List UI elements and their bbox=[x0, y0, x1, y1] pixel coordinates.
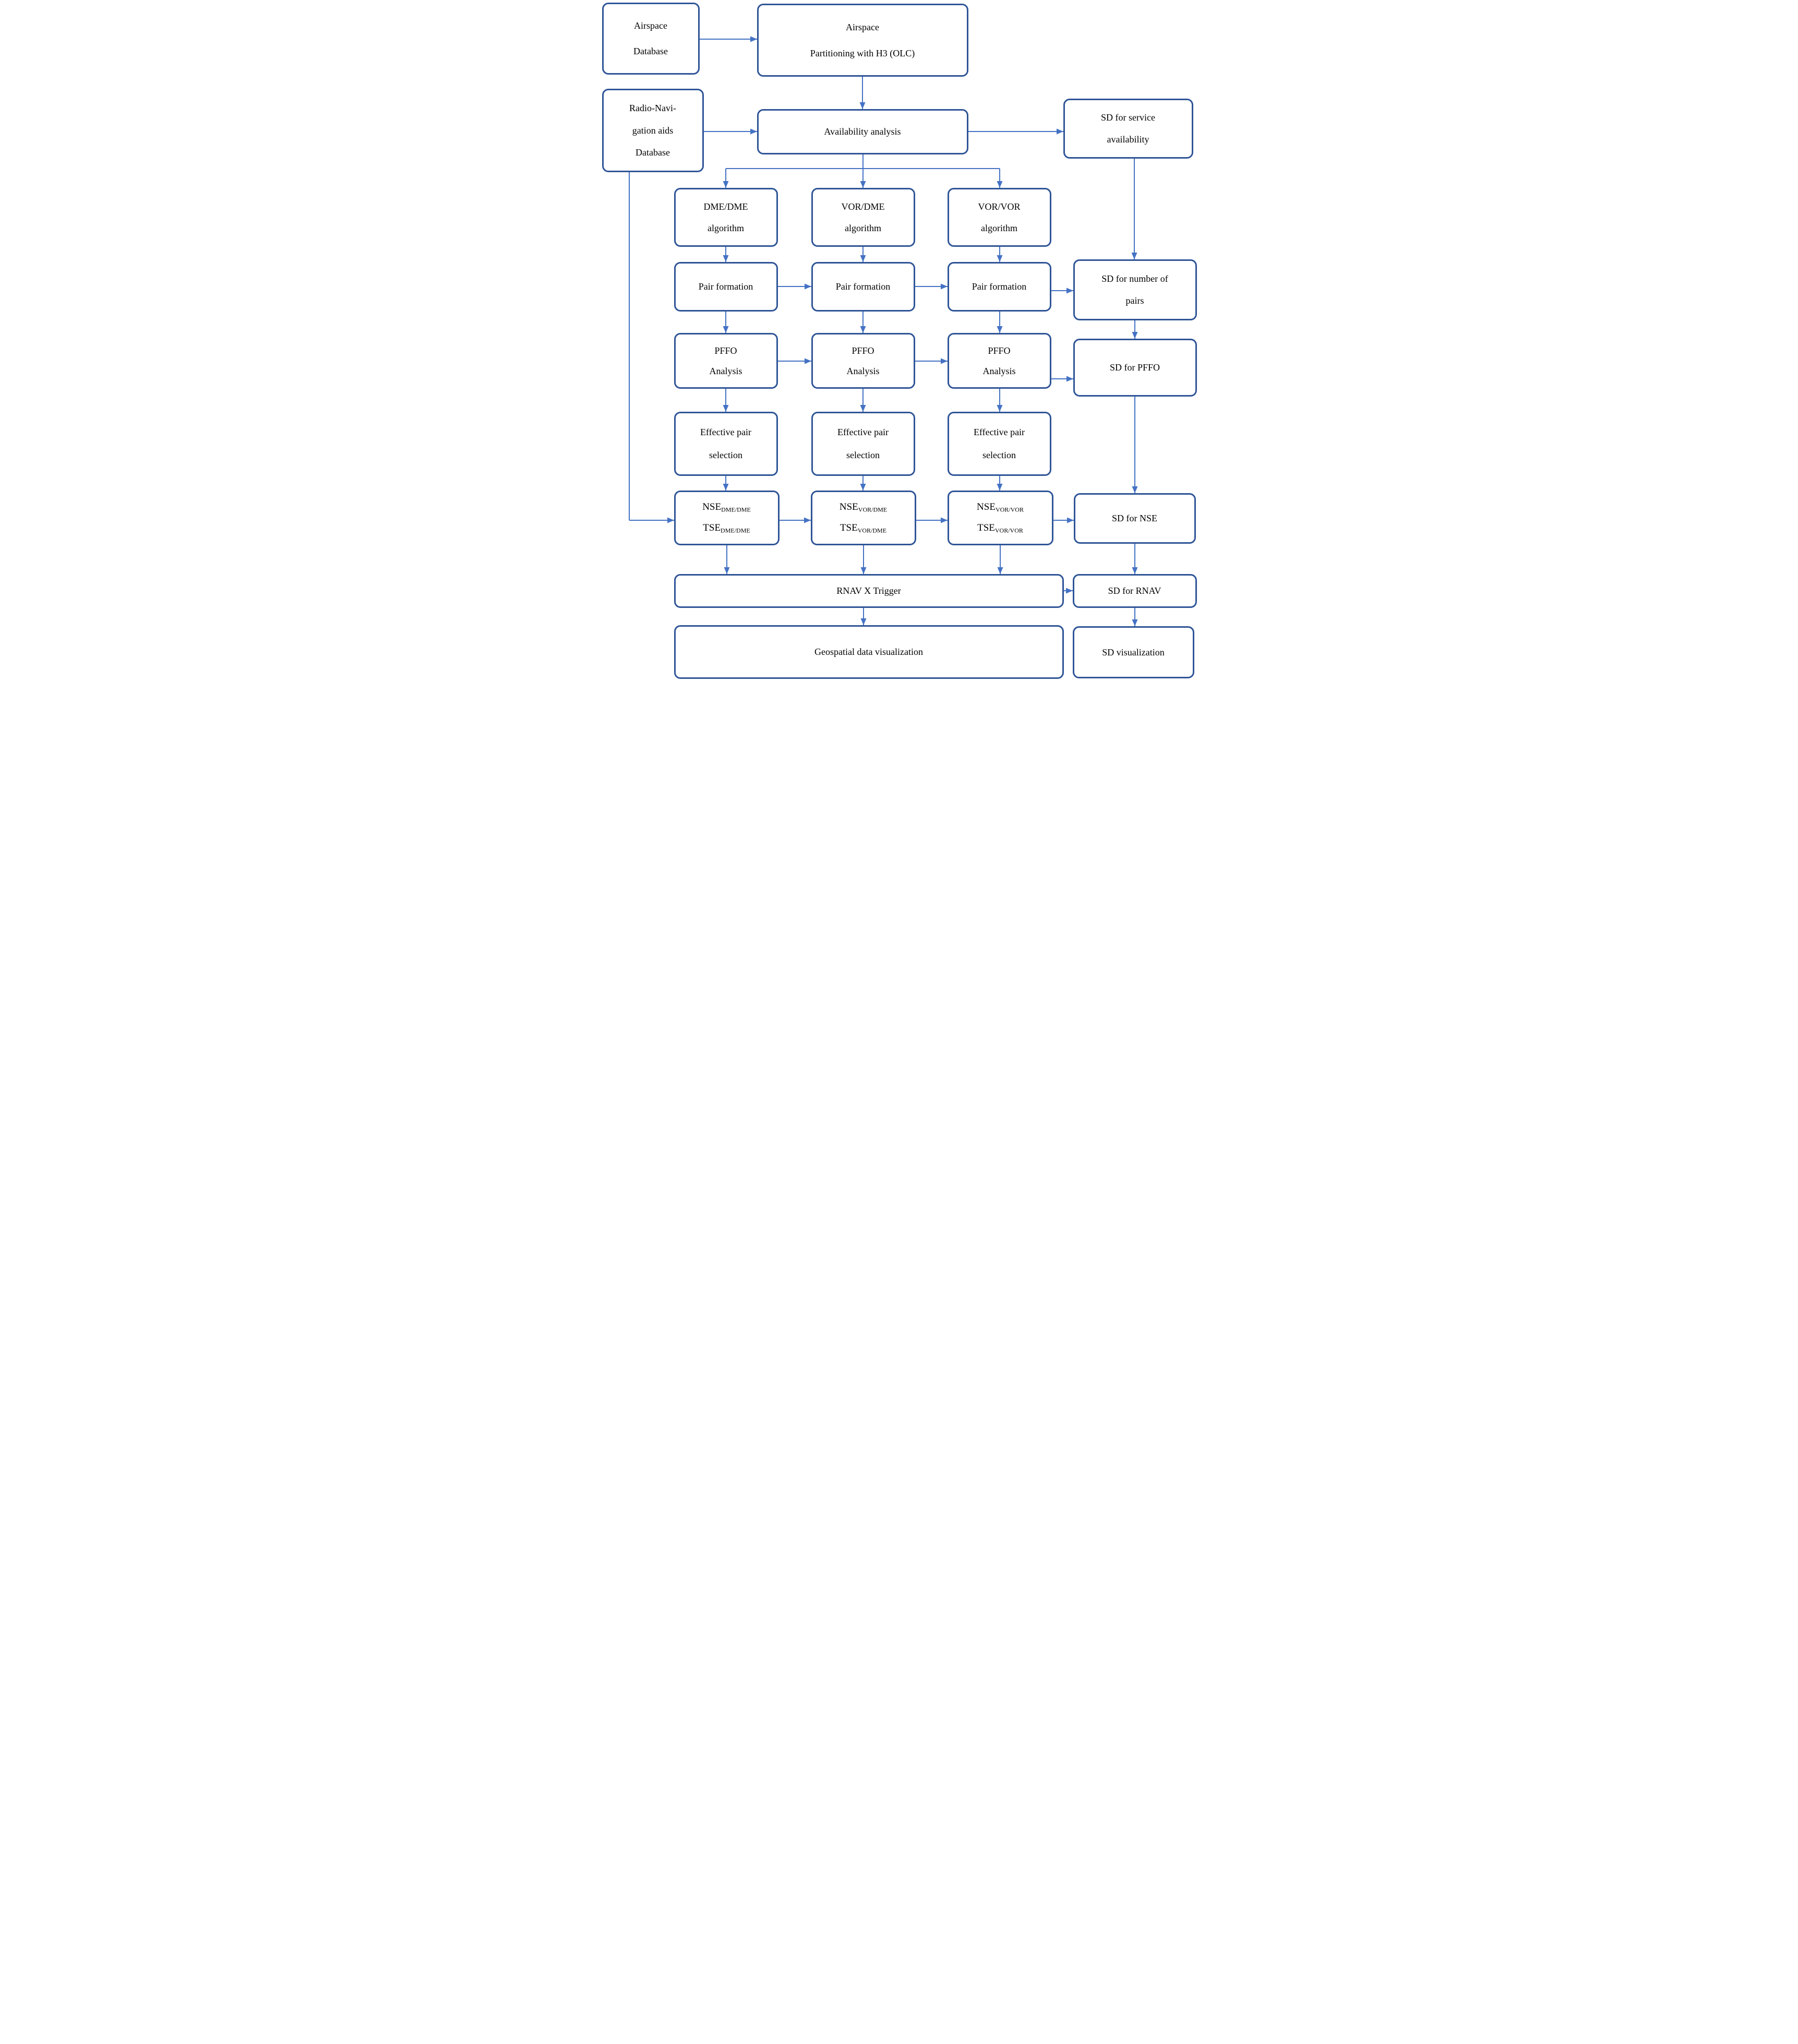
node-geospatial-data-visualization: Geospatial data visualization bbox=[674, 625, 1064, 679]
node-label: algorithm bbox=[708, 222, 744, 233]
subscript: VOR/DME bbox=[857, 526, 887, 534]
node-label: SD for PFFO bbox=[1109, 362, 1160, 373]
subscript: VOR/VOR bbox=[994, 526, 1023, 534]
node-vor-dme-algorithm: VOR/DME algorithm bbox=[811, 188, 915, 247]
node-label: algorithm bbox=[981, 222, 1017, 233]
node-label: RNAV X Trigger bbox=[836, 585, 901, 596]
node-label: availability bbox=[1107, 134, 1149, 145]
node-pair-formation-1: Pair formation bbox=[674, 262, 778, 312]
node-label: SD for RNAV bbox=[1108, 585, 1161, 596]
node-effective-pair-selection-1: Effective pair selection bbox=[674, 412, 778, 476]
node-label: Partitioning with H3 (OLC) bbox=[810, 47, 915, 58]
node-label: TSEDME/DME bbox=[703, 522, 750, 534]
node-label: NSEDME/DME bbox=[702, 501, 751, 513]
node-label: Effective pair bbox=[700, 426, 752, 437]
node-sd-visualization: SD visualization bbox=[1072, 626, 1194, 678]
node-radionav-database: Radio-Navi- gation aids Database bbox=[602, 89, 704, 172]
node-sd-service-availability: SD for service availability bbox=[1063, 99, 1193, 159]
node-nse-tse-dme-dme: NSEDME/DME TSEDME/DME bbox=[674, 491, 780, 545]
node-label: PFFO bbox=[852, 345, 874, 356]
node-label: selection bbox=[846, 450, 880, 461]
node-pffo-analysis-2: PFFO Analysis bbox=[811, 333, 915, 389]
node-effective-pair-selection-2: Effective pair selection bbox=[811, 412, 915, 476]
node-label: PFFO bbox=[714, 345, 737, 356]
node-label: Effective pair bbox=[837, 426, 889, 437]
node-label: SD for NSE bbox=[1111, 513, 1157, 524]
node-sd-pffo: SD for PFFO bbox=[1073, 339, 1197, 397]
subscript: DME/DME bbox=[721, 506, 751, 513]
node-label: PFFO bbox=[988, 345, 1011, 356]
node-label: VOR/VOR bbox=[978, 201, 1021, 212]
node-sd-number-of-pairs: SD for number of pairs bbox=[1073, 259, 1197, 320]
node-rnav-x-trigger: RNAV X Trigger bbox=[674, 574, 1064, 608]
node-label: Effective pair bbox=[973, 426, 1025, 437]
node-label: SD visualization bbox=[1102, 647, 1165, 658]
node-pffo-analysis-3: PFFO Analysis bbox=[947, 333, 1051, 389]
node-label: gation aids bbox=[632, 125, 674, 136]
node-label: NSEVOR/VOR bbox=[977, 501, 1024, 513]
node-label: algorithm bbox=[845, 222, 881, 233]
node-label: Geospatial data visualization bbox=[814, 647, 923, 658]
node-label: Database bbox=[636, 147, 670, 158]
node-label: SD for number of bbox=[1101, 273, 1168, 284]
subscript: VOR/VOR bbox=[995, 506, 1024, 513]
node-label: Analysis bbox=[982, 365, 1016, 376]
node-label: Airspace bbox=[634, 20, 667, 31]
node-label: Database bbox=[633, 46, 668, 57]
node-airspace-partitioning: Airspace Partitioning with H3 (OLC) bbox=[757, 4, 968, 77]
node-label: Availability analysis bbox=[824, 126, 901, 137]
node-label: NSEVOR/DME bbox=[839, 501, 888, 513]
node-label: Pair formation bbox=[835, 281, 891, 292]
node-label: DME/DME bbox=[703, 201, 748, 212]
node-label: Airspace bbox=[846, 21, 879, 32]
node-pair-formation-2: Pair formation bbox=[811, 262, 915, 312]
node-sd-rnav: SD for RNAV bbox=[1072, 574, 1197, 608]
node-vor-vor-algorithm: VOR/VOR algorithm bbox=[947, 188, 1051, 247]
node-label: Analysis bbox=[846, 365, 880, 376]
flowchart-canvas: Airspace Database Airspace Partitioning … bbox=[599, 0, 1199, 682]
node-pair-formation-3: Pair formation bbox=[947, 262, 1051, 312]
node-label: Pair formation bbox=[972, 281, 1027, 292]
node-label: VOR/DME bbox=[841, 201, 885, 212]
node-label: TSEVOR/VOR bbox=[977, 522, 1023, 534]
node-label: SD for service bbox=[1101, 112, 1155, 123]
node-label: Analysis bbox=[709, 365, 742, 376]
node-label: Pair formation bbox=[698, 281, 753, 292]
node-availability-analysis: Availability analysis bbox=[757, 109, 968, 154]
node-nse-tse-vor-vor: NSEVOR/VOR TSEVOR/VOR bbox=[947, 491, 1053, 545]
node-airspace-database: Airspace Database bbox=[602, 3, 700, 75]
subscript: VOR/DME bbox=[858, 506, 888, 513]
node-effective-pair-selection-3: Effective pair selection bbox=[947, 412, 1051, 476]
subscript: DME/DME bbox=[721, 526, 750, 534]
node-nse-tse-vor-dme: NSEVOR/DME TSEVOR/DME bbox=[810, 491, 916, 545]
node-dme-dme-algorithm: DME/DME algorithm bbox=[674, 188, 778, 247]
node-sd-nse: SD for NSE bbox=[1073, 493, 1196, 544]
node-label: TSEVOR/DME bbox=[840, 522, 887, 534]
node-label: selection bbox=[709, 450, 742, 461]
node-label: selection bbox=[982, 450, 1016, 461]
node-label: Radio-Navi- bbox=[629, 102, 676, 113]
node-label: pairs bbox=[1125, 295, 1144, 306]
node-pffo-analysis-1: PFFO Analysis bbox=[674, 333, 778, 389]
